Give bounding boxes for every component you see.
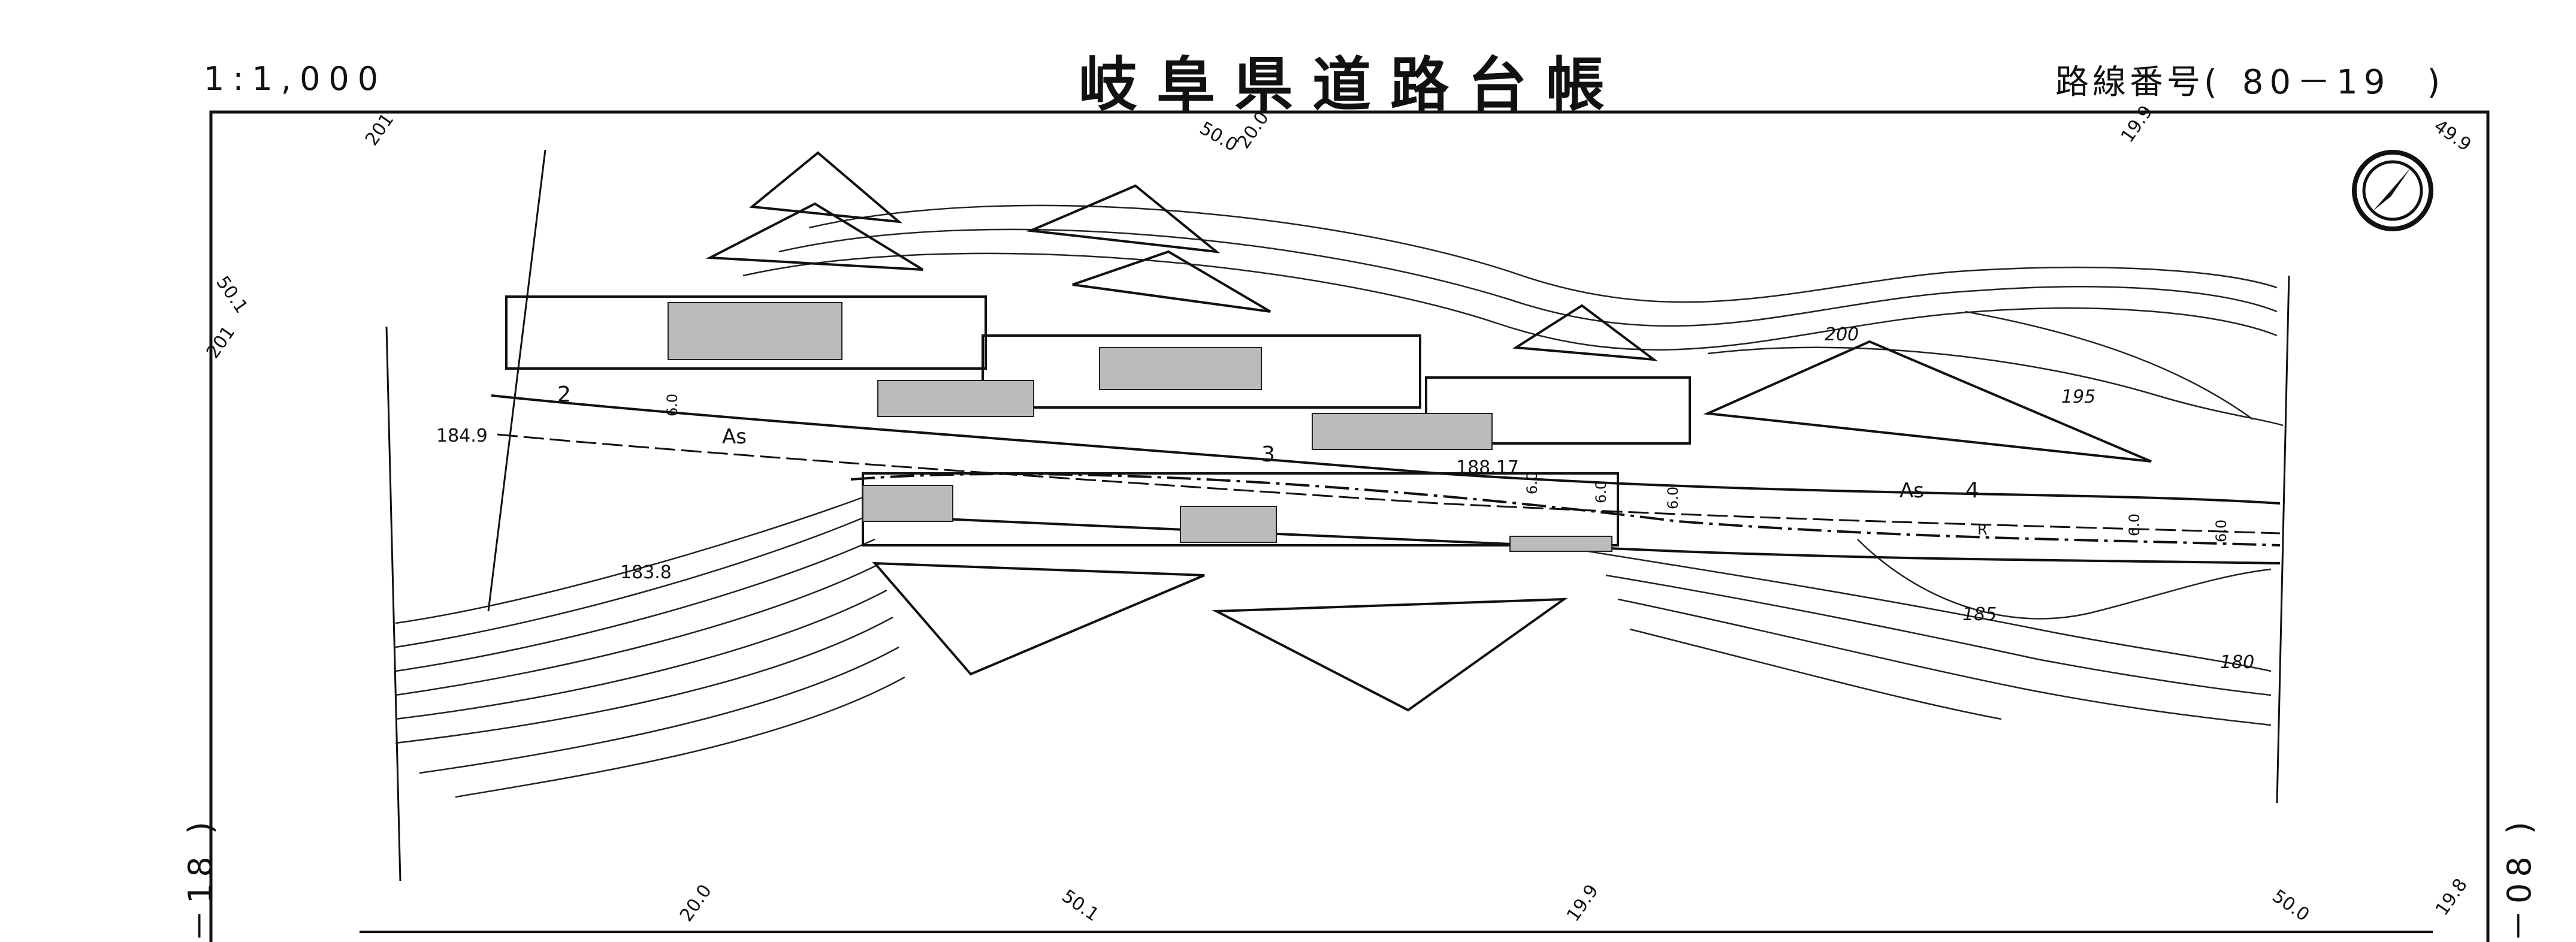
grid-mark-top-4: 19.9 [2117, 102, 2157, 147]
road-width-label: 6.0 [1593, 481, 1609, 503]
contour-lines-southwest [395, 496, 905, 798]
hatched-areas [668, 302, 1612, 552]
left-boundary-line [487, 149, 546, 612]
section-number: 4 [1965, 478, 1979, 503]
misc-mark: R [1977, 521, 1988, 538]
contour-lines-north [742, 204, 2284, 427]
contour-lines-southeast [1587, 539, 2272, 726]
contour-label: 180 [2220, 652, 2254, 673]
grid-mark-top-1: 201 [361, 110, 398, 150]
grid-mark-bottom-1: 20.0 [676, 881, 716, 926]
grid-mark-top-3: 20.0 [1233, 108, 1273, 153]
grid-mark-top-5: 49.9 [2430, 116, 2475, 156]
forest-areas [705, 151, 2152, 712]
contour-label: 200 [1825, 324, 1859, 345]
elevation-label: 188.17 [1456, 457, 1519, 478]
map-scale: 1:1,000 [204, 60, 387, 98]
section-number: 2 [557, 382, 571, 407]
road-width-label: 6.0 [664, 394, 681, 416]
elevation-label: 183.8 [620, 562, 672, 583]
grid-mark-bottom-3: 19.9 [1563, 881, 1603, 926]
grid-mark-bottom-4: 50.0 [2268, 886, 2313, 926]
elevation-label: 184.9 [436, 425, 488, 446]
route-label: 路線番号( [2055, 63, 2221, 102]
road-width-label: 6.0 [1665, 487, 1681, 509]
road-width-label: 6.0 [2126, 514, 2143, 536]
surface-label: As [1899, 479, 1924, 503]
grid-mark-left-1: 50.1 [212, 273, 252, 318]
map-frame [209, 110, 2490, 942]
road-width-label: 6.0 [1524, 472, 1541, 494]
route-number: 路線番号( 80－19) [2055, 55, 2444, 104]
north-arrow-icon [2352, 150, 2433, 231]
route-close: ) [2427, 63, 2444, 102]
contour-label: 195 [2061, 387, 2095, 407]
left-survey-line [385, 326, 401, 881]
grid-mark-left-2: 201 [203, 322, 240, 363]
surface-label: As [722, 425, 747, 449]
section-number: 3 [1261, 442, 1275, 467]
page-title: 岐阜県道路台帳 [1079, 51, 1624, 119]
contour-label: 185 [1962, 604, 1997, 625]
grid-mark-bottom-5: 19.8 [2432, 875, 2472, 920]
road-width-label: 6.0 [2213, 520, 2230, 542]
right-survey-line [2276, 275, 2290, 804]
route-number-value: 80－19 [2242, 63, 2391, 102]
grid-mark-top-2: 50.0 [1196, 118, 1241, 156]
grid-mark-bottom-2: 50.1 [1058, 886, 1103, 926]
